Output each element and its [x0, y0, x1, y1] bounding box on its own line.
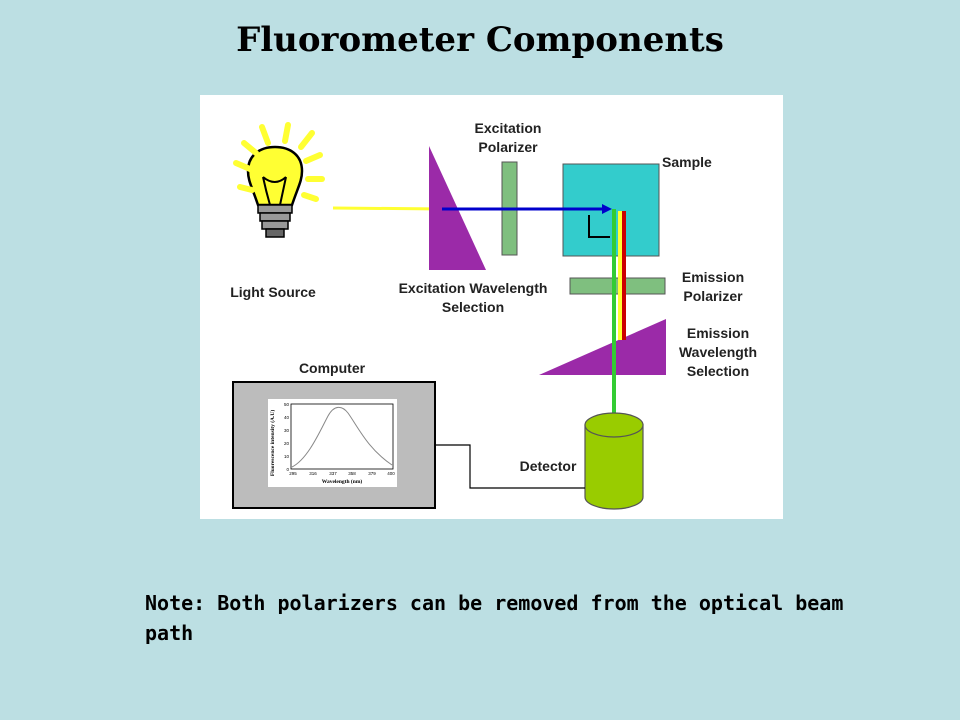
sample-label: Sample [662, 154, 712, 170]
excitation-selection-label: Excitation Wavelength Selection [398, 280, 548, 315]
light-bulb-icon [233, 122, 325, 238]
diagram-canvas [233, 122, 666, 510]
light-source-label: Light Source [230, 284, 316, 300]
ytick: 30 [284, 428, 290, 433]
fluorometer-diagram: Excitation Polarizer Sample Light Source… [200, 95, 783, 519]
computer-label: Computer [298, 360, 366, 376]
excitation-polarizer-label: Excitation Polarizer [474, 120, 542, 155]
spectrum-plot: Fluorescence intensity (A.U) 0 10 20 30 … [269, 402, 395, 485]
sample-angle-mark [588, 215, 610, 238]
xtick: 337 [329, 471, 337, 476]
plot-xticks: 295 316 337 358 379 400 [289, 471, 395, 476]
xtick: 358 [348, 471, 356, 476]
emission-selection-label: Emission Wavelength Selection [678, 325, 758, 379]
detector-cylinder [584, 412, 644, 510]
xtick: 379 [368, 471, 376, 476]
excitation-beam-arrow [602, 204, 612, 214]
xtick: 295 [289, 471, 297, 476]
spectrum-curve [291, 406, 393, 468]
plot-xlabel: Wavelength (nm) [322, 478, 363, 485]
ytick: 20 [284, 441, 290, 446]
plot-yticks: 0 10 20 30 40 50 [284, 402, 290, 472]
xtick: 400 [387, 471, 395, 476]
xtick: 316 [309, 471, 317, 476]
slide-title: Fluorometer Components [236, 20, 724, 60]
light-beam [332, 206, 444, 211]
ytick: 10 [284, 454, 290, 459]
ytick: 40 [284, 415, 290, 420]
emission-prism [539, 319, 666, 375]
computer-screen: Fluorescence intensity (A.U) 0 10 20 30 … [268, 399, 397, 487]
note-text: Note: Both polarizers can be removed fro… [145, 591, 844, 645]
ytick: 50 [284, 402, 290, 407]
computer-monitor: Fluorescence intensity (A.U) 0 10 20 30 … [232, 381, 436, 509]
ytick: 0 [286, 467, 289, 472]
detector-cable [432, 444, 585, 489]
emission-polarizer [569, 277, 666, 295]
plot-ylabel: Fluorescence intensity (A.U) [269, 410, 276, 477]
plot-frame [290, 403, 394, 470]
emission-polarizer-label: Emission Polarizer [681, 269, 745, 304]
detector-label: Detector [519, 458, 577, 474]
